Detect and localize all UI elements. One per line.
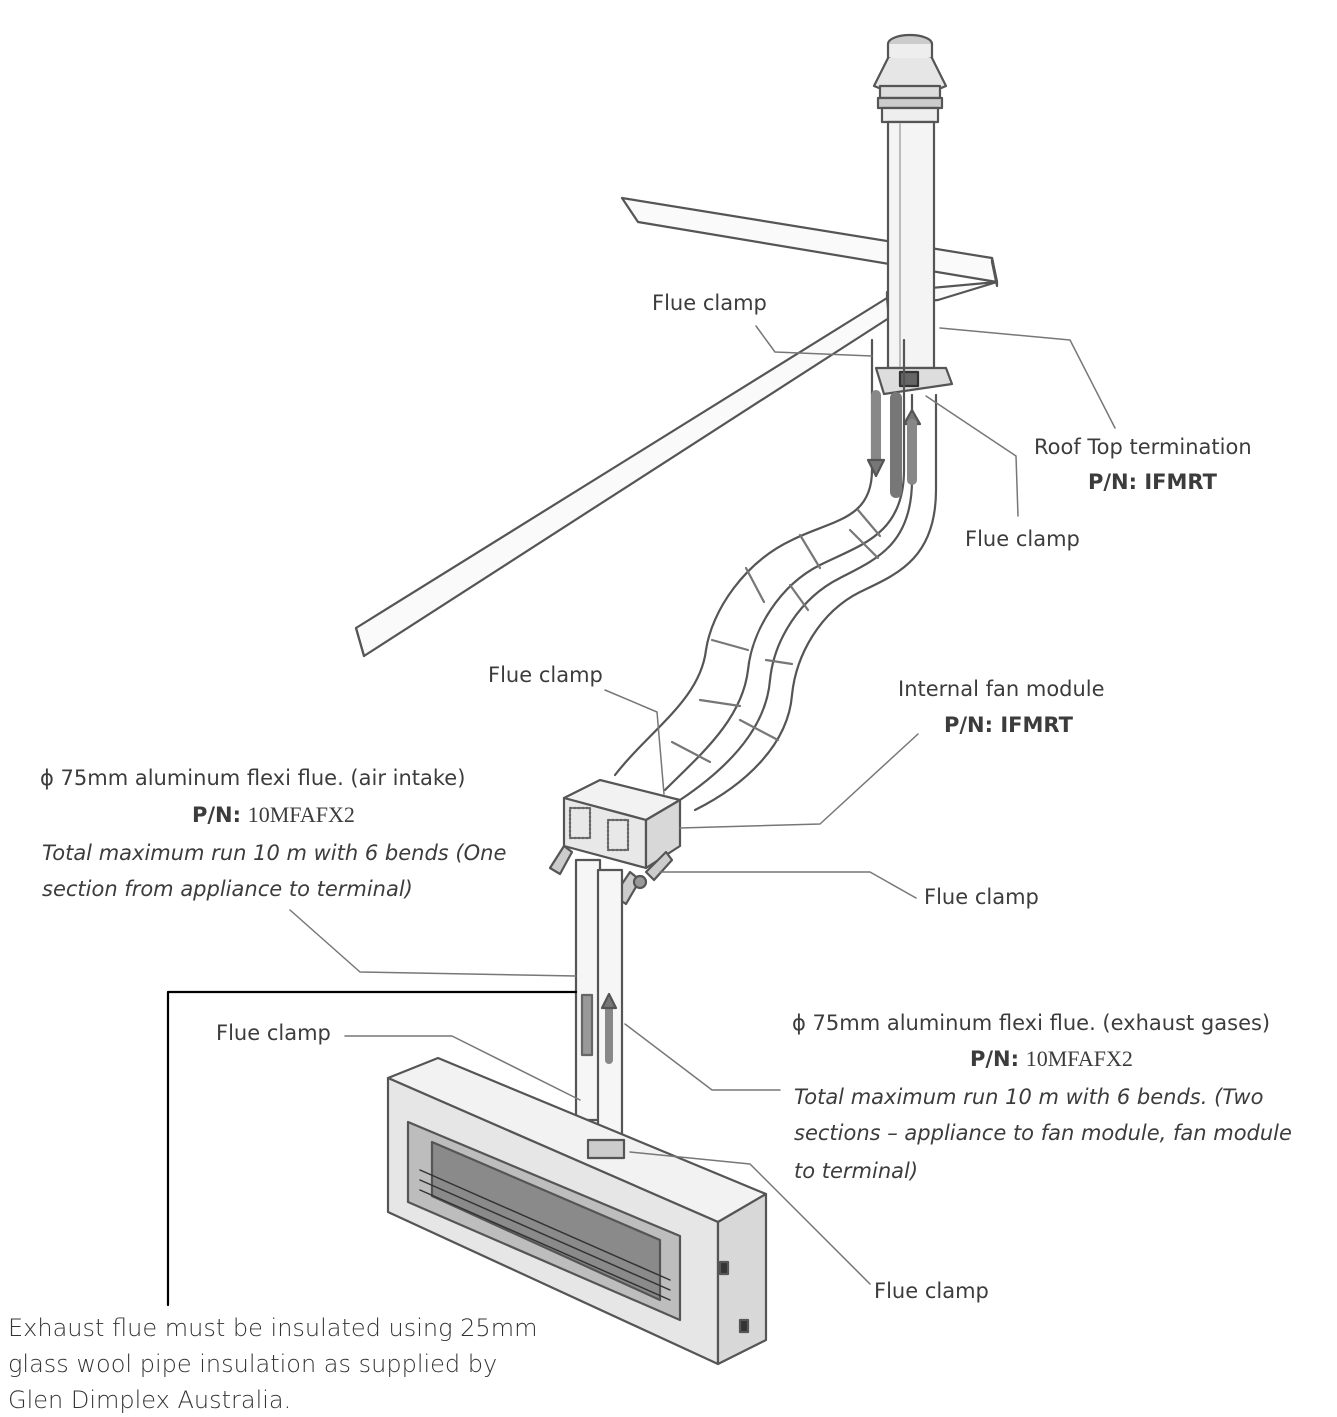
- fireplace-appliance: [386, 1056, 768, 1366]
- label-exhaust-pn: P/N: 10MFAFX2: [970, 1044, 1133, 1074]
- label-flue-clamp-mid: Flue clamp: [488, 663, 603, 687]
- pn-value: IFMRT: [1144, 470, 1217, 494]
- insulation-note-line-3: Glen Dimplex Australia.: [8, 1386, 292, 1414]
- pn-prefix: P/N:: [944, 713, 994, 737]
- label-roof-top-termination: Roof Top termination: [1034, 435, 1252, 459]
- label-air-intake-title: ϕ 75mm aluminum flexi flue. (air intake): [40, 766, 466, 790]
- leader-lines: [289, 325, 1116, 1285]
- label-flue-clamp-top: Flue clamp: [652, 291, 767, 315]
- pn-prefix: P/N:: [970, 1047, 1020, 1071]
- label-fan-module-pn: P/N: IFMRT: [944, 710, 1073, 740]
- internal-fan-module: [548, 778, 682, 906]
- label-exhaust-title: ϕ 75mm aluminum flexi flue. (exhaust gas…: [792, 1011, 1271, 1035]
- label-air-intake-run-2: section from appliance to terminal): [42, 877, 413, 901]
- flexi-flue-upper: [613, 338, 938, 812]
- flexi-flue-lower: [574, 858, 624, 1152]
- label-air-intake-pn: P/N: 10MFAFX2: [192, 800, 355, 830]
- insulation-note-line-1: Exhaust flue must be insulated using 25m…: [8, 1314, 538, 1342]
- label-flue-clamp-left: Flue clamp: [216, 1021, 331, 1045]
- label-flue-clamp-bottom: Flue clamp: [874, 1279, 989, 1303]
- pn-value: 10MFAFX2: [1025, 1046, 1133, 1071]
- label-roof-top-pn: P/N: IFMRT: [1088, 467, 1217, 497]
- roof-top-termination: [872, 33, 954, 396]
- pn-prefix: P/N:: [192, 803, 242, 827]
- label-exhaust-run-1: Total maximum run 10 m with 6 bends. (Tw…: [794, 1085, 1264, 1109]
- pn-value: IFMRT: [1000, 713, 1073, 737]
- label-flue-clamp-roof-right: Flue clamp: [965, 527, 1080, 551]
- pn-prefix: P/N:: [1088, 470, 1138, 494]
- label-air-intake-run-1: Total maximum run 10 m with 6 bends (One: [42, 841, 507, 865]
- label-exhaust-run-3: to terminal): [794, 1159, 919, 1183]
- label-exhaust-run-2: sections – appliance to fan module, fan …: [794, 1121, 1292, 1145]
- label-flue-clamp-fan: Flue clamp: [924, 885, 1039, 909]
- label-internal-fan-module: Internal fan module: [898, 677, 1105, 701]
- insulation-note-leader: [166, 990, 578, 1307]
- pn-value: 10MFAFX2: [247, 802, 355, 827]
- insulation-note-line-2: glass wool pipe insulation as supplied b…: [8, 1350, 498, 1378]
